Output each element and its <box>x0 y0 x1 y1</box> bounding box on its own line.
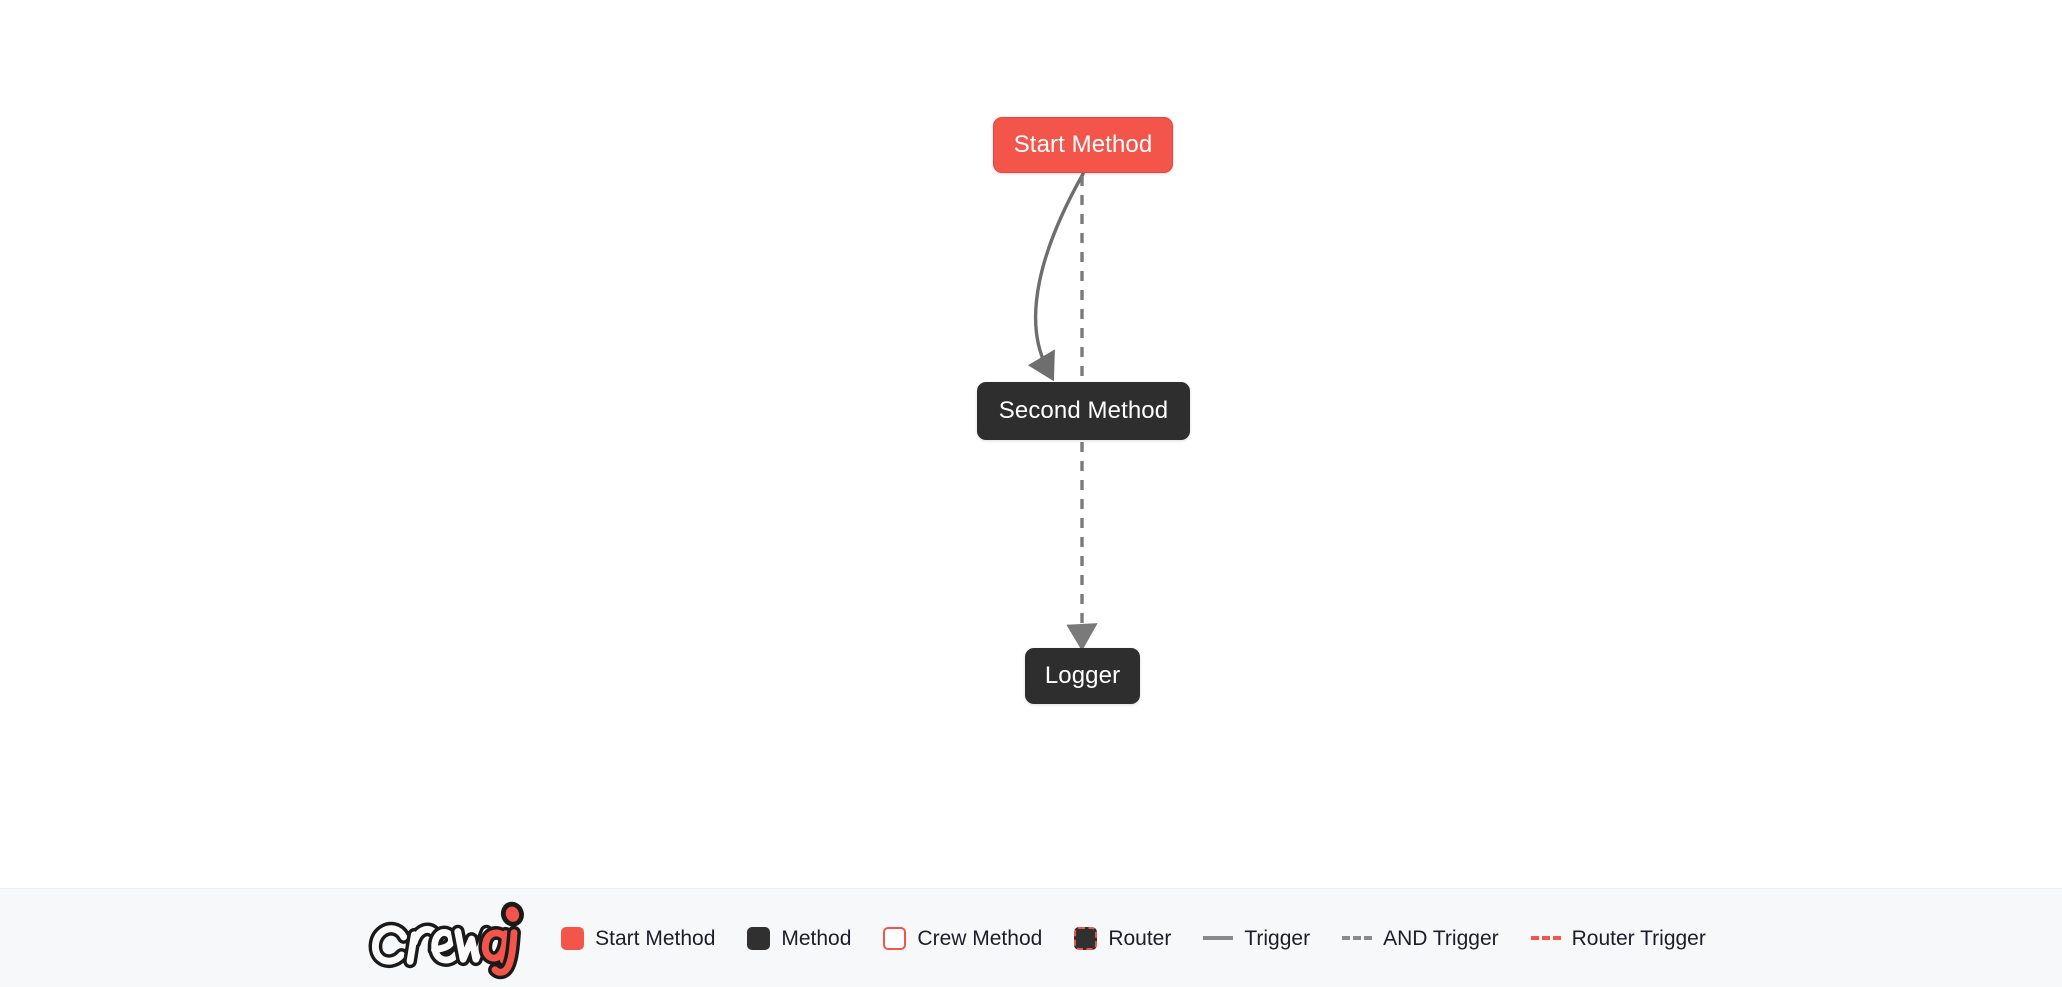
legend-item-router: Router <box>1074 926 1172 950</box>
flow-node-logger[interactable]: Logger <box>1025 648 1140 704</box>
legend-label: Router <box>1108 926 1172 950</box>
dashed-line-icon <box>1342 936 1373 940</box>
flow-node-start-method[interactable]: Start Method <box>993 117 1173 173</box>
legend-label: Method <box>781 926 852 950</box>
flow-node-label: Second Method <box>998 397 1169 424</box>
legend-container: Start Method Method Crew Method Router T… <box>356 895 1706 981</box>
legend-item-and-trigger: AND Trigger <box>1342 928 1499 949</box>
flow-node-label: Start Method <box>1013 131 1153 158</box>
flow-canvas[interactable]: Start Method Second Method Logger <box>0 0 2062 888</box>
legend-label: Trigger <box>1244 926 1311 950</box>
legend-item-router-trigger: Router Trigger <box>1530 926 1706 950</box>
legend-footer: Start Method Method Crew Method Router T… <box>0 888 2062 987</box>
crew-method-swatch-icon <box>883 926 907 950</box>
router-swatch-icon <box>1074 926 1098 950</box>
legend-item-start-method: Start Method <box>561 926 716 950</box>
flow-node-second-method[interactable]: Second Method <box>977 382 1190 440</box>
method-swatch-icon <box>747 926 771 950</box>
legend-item-method: Method <box>747 926 852 950</box>
legend-label: Start Method <box>595 926 716 950</box>
legend-item-trigger: Trigger <box>1203 928 1310 949</box>
legend-label: Crew Method <box>917 926 1043 950</box>
legend-label: AND Trigger <box>1383 926 1499 950</box>
dashed-accent-line-icon <box>1530 936 1561 940</box>
flow-node-label: Logger <box>1044 662 1121 689</box>
edge-start-method-to-second-method <box>1027 172 1085 382</box>
legend-item-crew-method: Crew Method <box>883 926 1043 950</box>
crewai-logo <box>356 895 531 981</box>
legend-label: Router Trigger <box>1571 926 1706 950</box>
solid-line-icon <box>1203 936 1234 940</box>
start-method-swatch-icon <box>561 926 585 950</box>
